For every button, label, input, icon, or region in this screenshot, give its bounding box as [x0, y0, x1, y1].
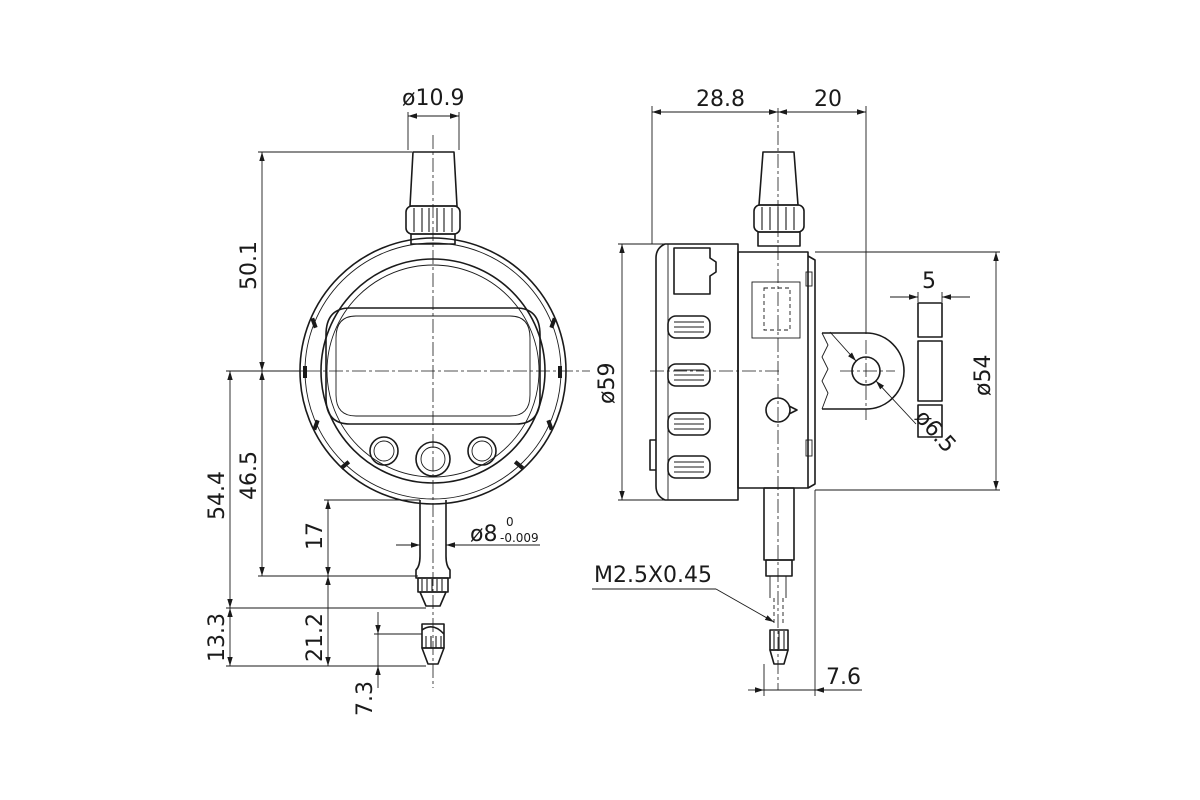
side-cap — [753, 151, 805, 247]
dim-width-288: 28.8 — [696, 87, 745, 112]
side-view — [649, 108, 943, 690]
dim-cap-diameter: ø10.9 — [402, 86, 464, 111]
dim-width-76: 7.6 — [826, 665, 861, 690]
dim-height-544: 54.4 — [205, 471, 230, 520]
dim-height-73: 7.3 — [353, 681, 378, 716]
dim-stem-diameter: ø8 — [470, 522, 497, 547]
dim-height-top: 50.1 — [237, 241, 262, 290]
side-body — [649, 243, 816, 501]
side-grip-slots — [667, 315, 711, 479]
dim-height-465: 46.5 — [237, 451, 262, 500]
front-view — [260, 135, 590, 688]
front-dimensions: ø10.9 50.1 46.5 54.4 13.3 17 21.2 7.3 — [205, 86, 540, 716]
dim-height-17: 17 — [303, 522, 328, 550]
front-stem — [415, 500, 451, 665]
side-stem — [763, 487, 795, 665]
dim-body-diameter-54: ø54 — [971, 355, 996, 396]
dim-height-133: 13.3 — [205, 613, 230, 662]
dim-thread-spec: M2.5X0.45 — [594, 563, 712, 588]
dial-body — [299, 237, 567, 505]
dim-width-20: 20 — [814, 87, 842, 112]
lcd-display — [325, 307, 541, 425]
lug-section — [917, 302, 943, 438]
dim-body-diameter-59: ø59 — [595, 363, 620, 404]
dim-stem-tol-upper: 0 — [506, 515, 514, 529]
dim-hole-diameter: ø6.5 — [910, 405, 961, 458]
top-cap — [405, 151, 461, 245]
dim-stem-tol-lower: -0.009 — [500, 531, 539, 545]
dim-width-5: 5 — [922, 269, 936, 294]
front-buttons — [369, 436, 497, 477]
back-lug — [821, 332, 905, 420]
dim-height-212: 21.2 — [303, 613, 328, 662]
